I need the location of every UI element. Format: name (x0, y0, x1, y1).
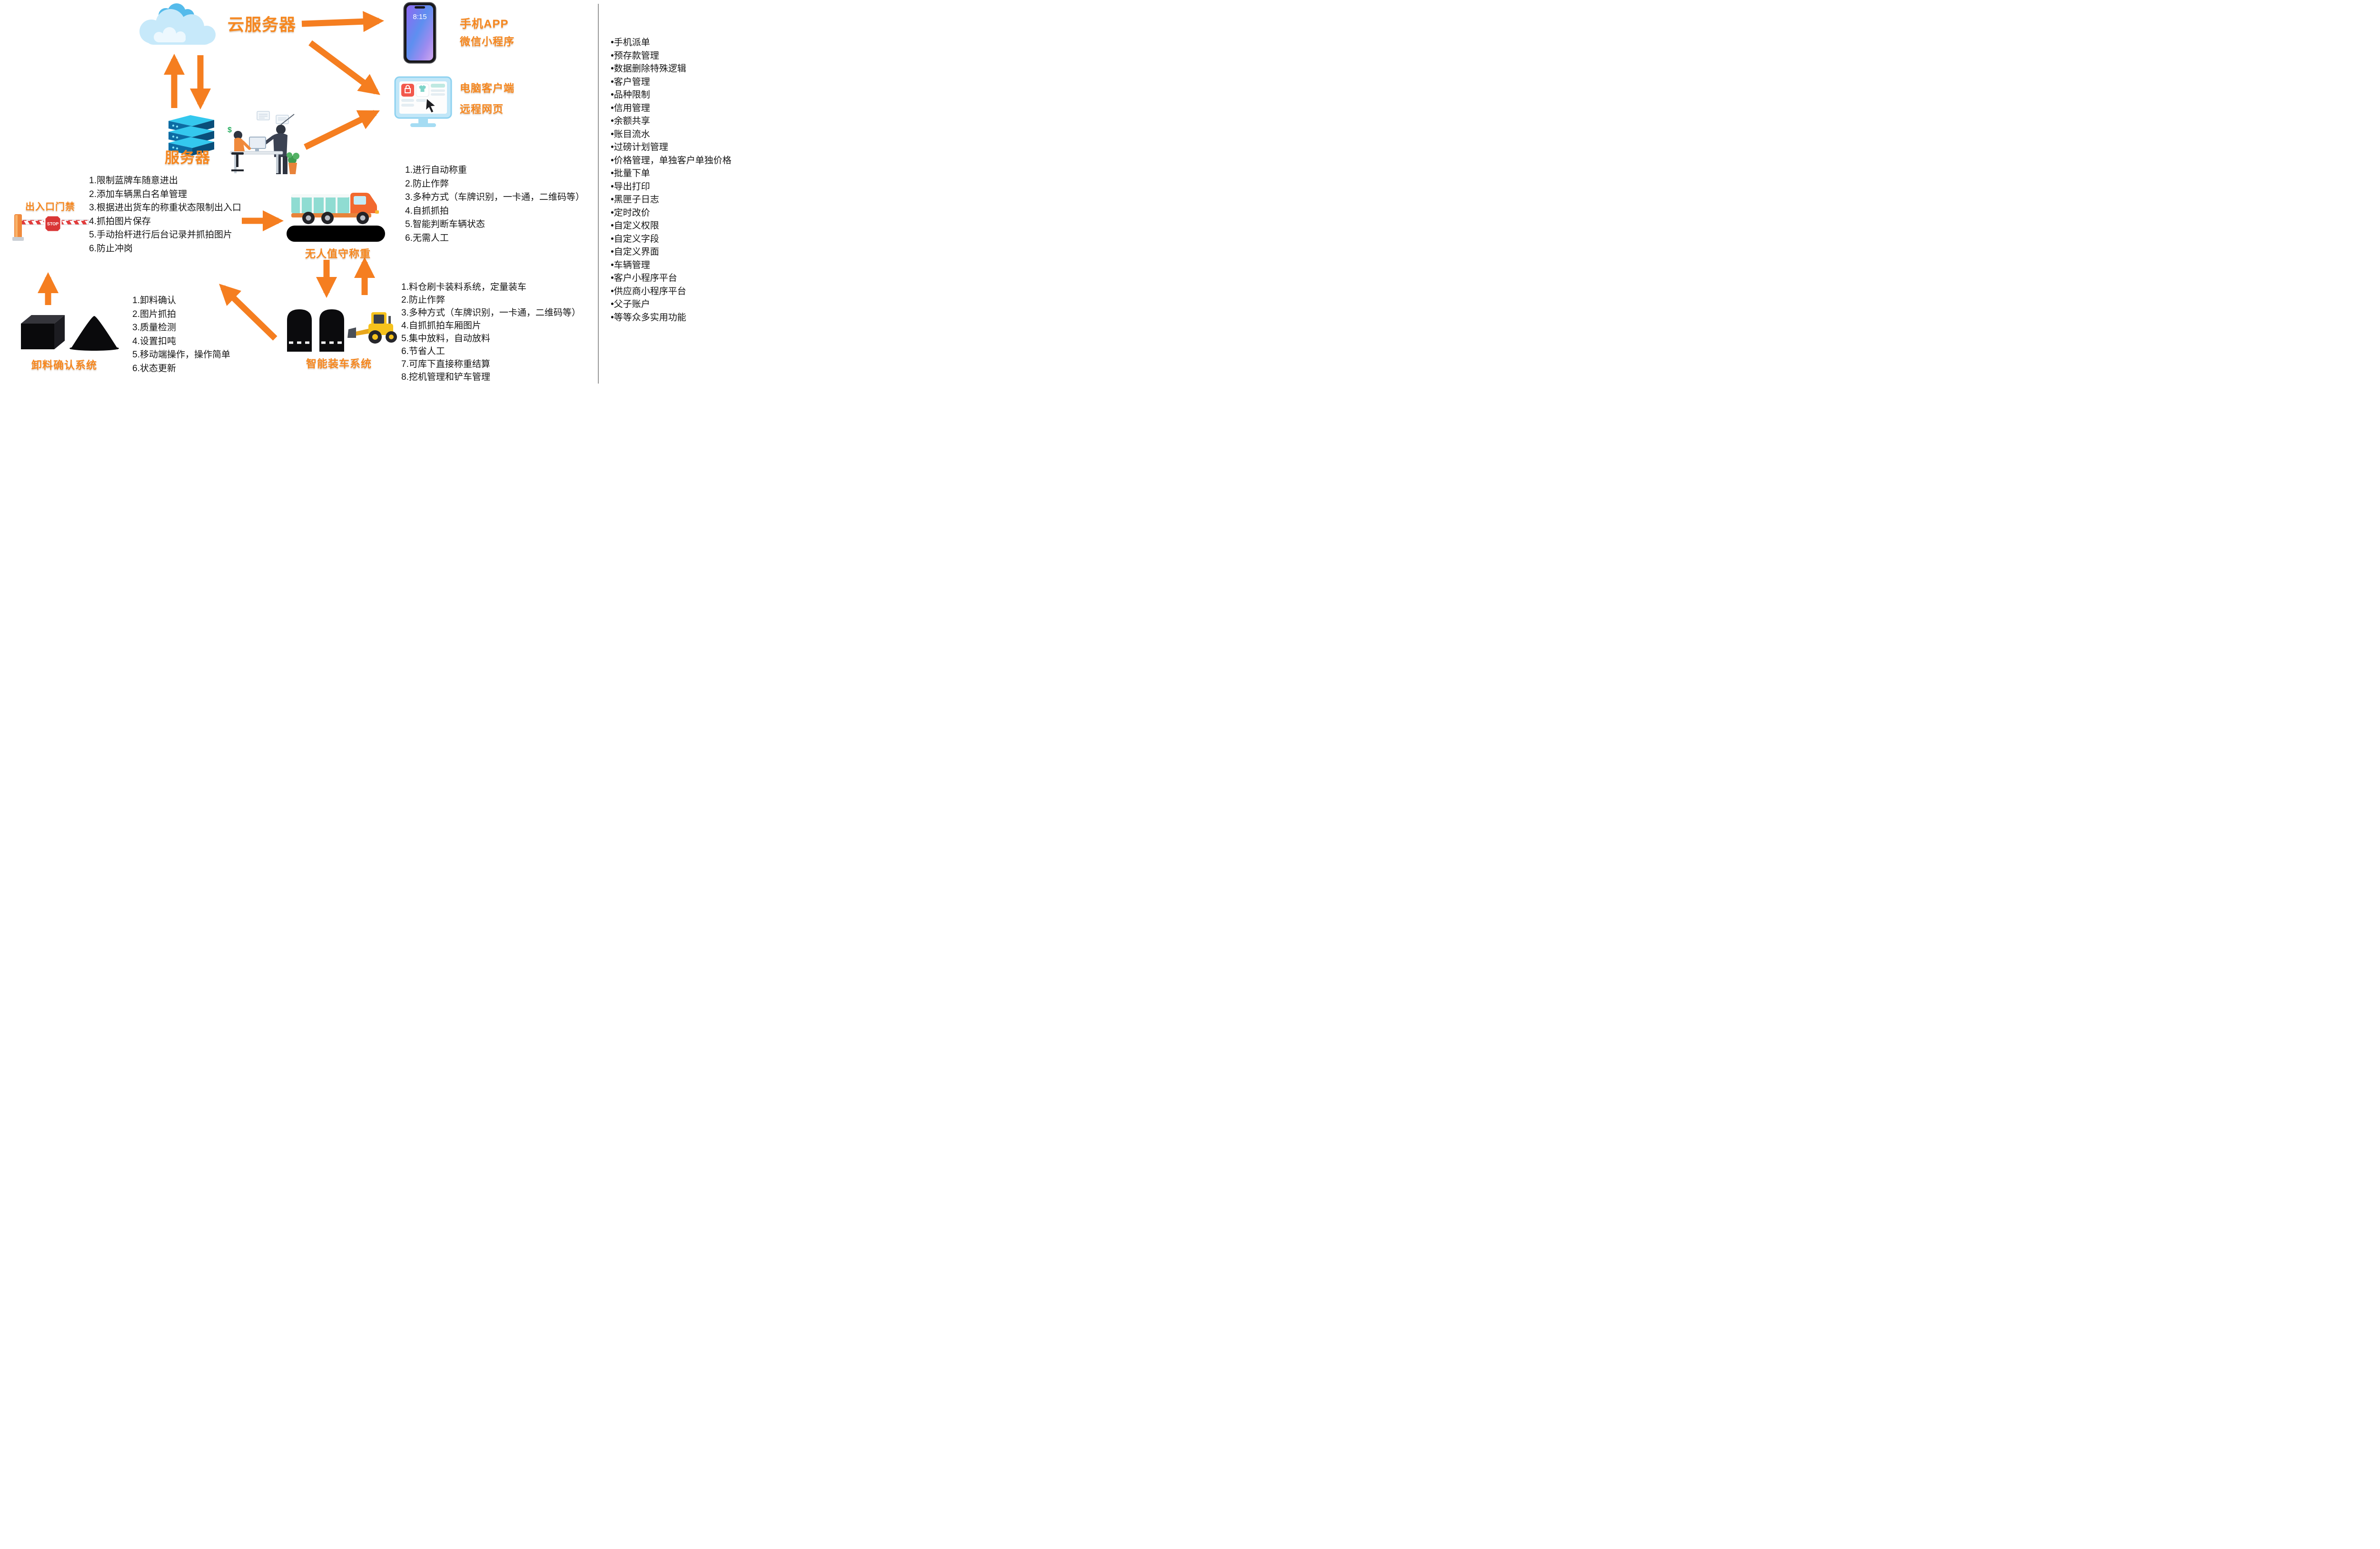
list-item: 6.无需人工 (405, 233, 449, 243)
list-item: 1.进行自动称重 (405, 165, 467, 175)
cursor-arrow-icon (425, 97, 437, 114)
feature-item: •预存款管理 (611, 50, 659, 61)
feature-item: •等等众多实用功能 (611, 312, 686, 323)
list-item: 5.智能判断车辆状态 (405, 219, 485, 229)
arrow-server-to-pc (304, 110, 380, 150)
mobile-app-label: 手机APP (460, 18, 509, 30)
truck-icon (290, 190, 385, 227)
smartphone-icon: 8:15 (403, 2, 436, 64)
pc-client-label: 电脑客户端 (460, 82, 515, 94)
list-item: 4.自抓抓拍 (405, 206, 449, 216)
weighing-feature-list: 1.进行自动称重 2.防止作弊 3.多种方式（车牌识别，一卡通，二维码等） 4.自抓抓… (405, 164, 585, 245)
list-item: 5.手动抬杆进行后台记录并抓拍图片 (89, 230, 232, 240)
feature-item: •信用管理 (611, 103, 650, 113)
list-item: 3.多种方式（车牌识别，一卡通，二维码等） (405, 192, 585, 202)
feature-item: •父子账户 (611, 299, 650, 309)
weighing-title: 无人值守称重 (305, 248, 371, 260)
vertical-divider (598, 4, 599, 384)
list-item: 5.集中放料，自动放料 (401, 334, 490, 344)
list-item: 2.防止作弊 (405, 178, 449, 189)
list-item: 2.添加车辆黑白名单管理 (89, 189, 187, 199)
cloud-icon (131, 3, 222, 48)
weighbridge-platform (287, 226, 385, 242)
list-item: 1.卸料确认 (132, 296, 176, 306)
diagram-canvas: 云服务器 8:15 手机APP 微信小程序 (0, 0, 736, 387)
system-feature-list: •手机派单 •预存款管理 •数据删除特殊逻辑 •客户管理 •品种限制 •信用管理 •余额共享… (611, 36, 732, 324)
remote-web-label: 远程网页 (460, 103, 504, 115)
list-item: 3.多种方式（车牌识别，一卡通，二维码等） (401, 308, 581, 318)
silos-icon (286, 306, 346, 353)
cube-and-pile-icon (17, 310, 121, 351)
list-item: 4.设置扣吨 (132, 336, 176, 346)
unloading-title: 卸料确认系统 (31, 359, 98, 371)
list-item: 7.可库下直接称重结算 (401, 359, 490, 369)
phone-time: 8:15 (413, 13, 426, 21)
list-item: 8.挖机管理和铲车管理 (401, 372, 490, 382)
feature-item: •客户管理 (611, 77, 650, 87)
feature-item: •批量下单 (611, 168, 650, 178)
feature-item: •手机派单 (611, 38, 650, 48)
list-item: 6.状态更新 (132, 363, 176, 374)
miniprogram-label: 微信小程序 (460, 36, 515, 48)
server-stack-icon (163, 113, 220, 158)
list-item: 3.质量检测 (132, 323, 176, 333)
feature-item: •自定义界面 (611, 247, 659, 257)
barrier-gate-icon: STOP (12, 211, 91, 242)
list-item: 2.防止作弊 (401, 295, 445, 305)
gate-title: 出入口门禁 (25, 202, 75, 212)
svg-text:$: $ (228, 126, 232, 134)
feature-item: •数据删除特殊逻辑 (611, 64, 686, 74)
feature-item: •导出打印 (611, 181, 650, 192)
feature-item: •自定义权限 (611, 221, 659, 231)
feature-item: •余额共享 (611, 116, 650, 126)
arrow-cloud-to-pc (308, 40, 380, 95)
feature-item: •自定义字段 (611, 234, 659, 244)
stop-sign-icon: STOP (44, 215, 62, 233)
list-item: 3.根据进出货车的称重状态限制出入口 (89, 203, 241, 213)
gate-feature-list: 1.限制蓝牌车随意进出 2.添加车辆黑白名单管理 3.根据进出货车的称重状态限制出入… (89, 174, 241, 256)
feature-item: •品种限制 (611, 90, 650, 100)
arrow-loading-up-left (219, 284, 278, 341)
cloud-server-label: 云服务器 (228, 16, 297, 34)
list-item: 1.料仓刷卡装料系统，定量装车 (401, 282, 526, 292)
wheel-loader-icon (347, 307, 398, 347)
connector-arrows (37, 11, 385, 341)
feature-item: •车辆管理 (611, 260, 650, 270)
feature-item: •供应商小程序平台 (611, 286, 686, 296)
feature-item: •定时改价 (611, 207, 650, 218)
list-item: 6.节省人工 (401, 346, 445, 356)
list-item: 1.限制蓝牌车随意进出 (89, 176, 178, 186)
feature-item: •账目流水 (611, 129, 650, 139)
list-item: 6.防止冲岗 (89, 243, 133, 254)
feature-item: •客户小程序平台 (611, 273, 677, 283)
feature-item: •黑匣子日志 (611, 195, 659, 205)
list-item: 5.移动端操作，操作简单 (132, 350, 230, 360)
feature-item: •价格管理，单独客户单独价格 (611, 155, 732, 166)
arrow-cloud-to-phone (301, 11, 385, 32)
office-workers-illustration: $ (220, 110, 300, 177)
stop-sign-label: STOP (47, 222, 59, 227)
list-item: 2.图片抓拍 (132, 309, 176, 319)
unloading-feature-list: 1.卸料确认 2.图片抓拍 3.质量检测 4.设置扣吨 5.移动端操作，操作简单 6.状态… (132, 294, 230, 375)
loading-title: 智能装车系统 (306, 358, 372, 370)
loading-feature-list: 1.料仓刷卡装料系统，定量装车 2.防止作弊 3.多种方式（车牌识别，一卡通，二维码… (401, 281, 581, 384)
server-label: 服务器 (165, 149, 210, 166)
feature-item: •过磅计划管理 (611, 142, 668, 152)
list-item: 4.自抓抓拍车厢图片 (401, 321, 481, 331)
monitor-icon (394, 76, 452, 131)
list-item: 4.抓拍图片保存 (89, 216, 151, 227)
